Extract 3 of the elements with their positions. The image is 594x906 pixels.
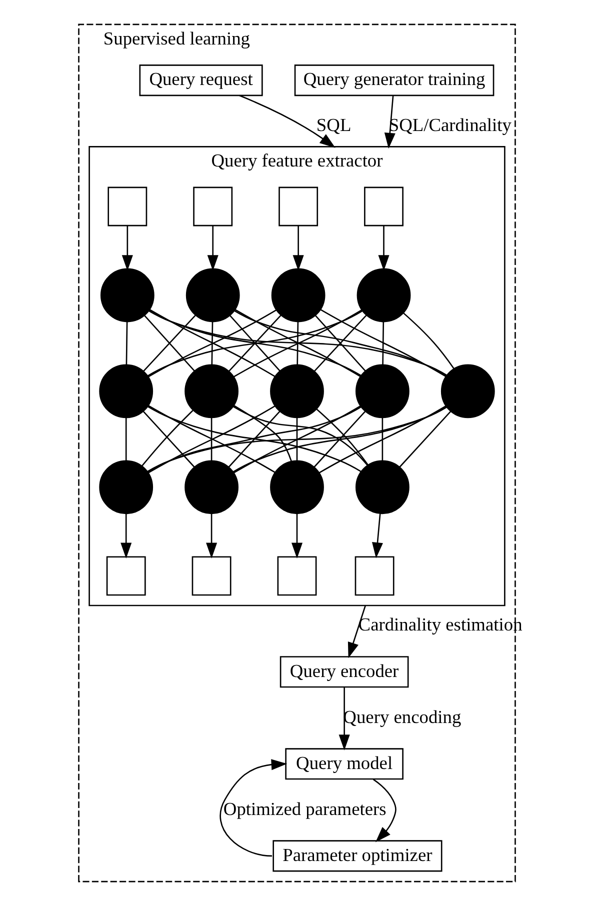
edge-label: SQL [316, 115, 352, 136]
edge-label: Optimized parameters [223, 798, 386, 819]
edge-label: Cardinality estimation [358, 614, 522, 635]
